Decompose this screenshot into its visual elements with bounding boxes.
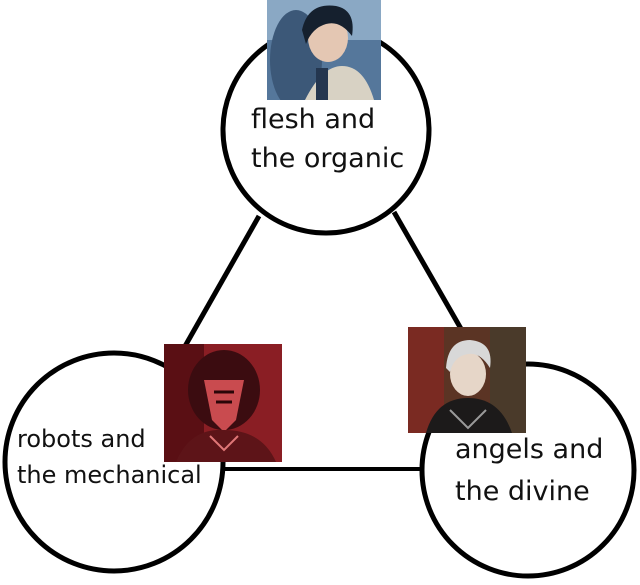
white-haired-character-portrait-icon: [408, 327, 526, 433]
edge-flesh-angels: [391, 210, 467, 336]
node-label-robots-line2: the mechanical: [17, 461, 202, 489]
node-label-flesh-line1: flesh and: [251, 104, 375, 135]
node-label-robots-line1: robots and: [17, 425, 146, 453]
node-label-flesh-line2: the organic: [251, 143, 404, 174]
node-label-angels-line2: the divine: [455, 476, 590, 507]
masked-red-character-portrait-icon: [164, 344, 282, 462]
edge-flesh-robots: [181, 214, 262, 350]
node-label-angels-line1: angels and: [455, 434, 603, 465]
dark-haired-character-portrait-icon: [267, 0, 381, 100]
